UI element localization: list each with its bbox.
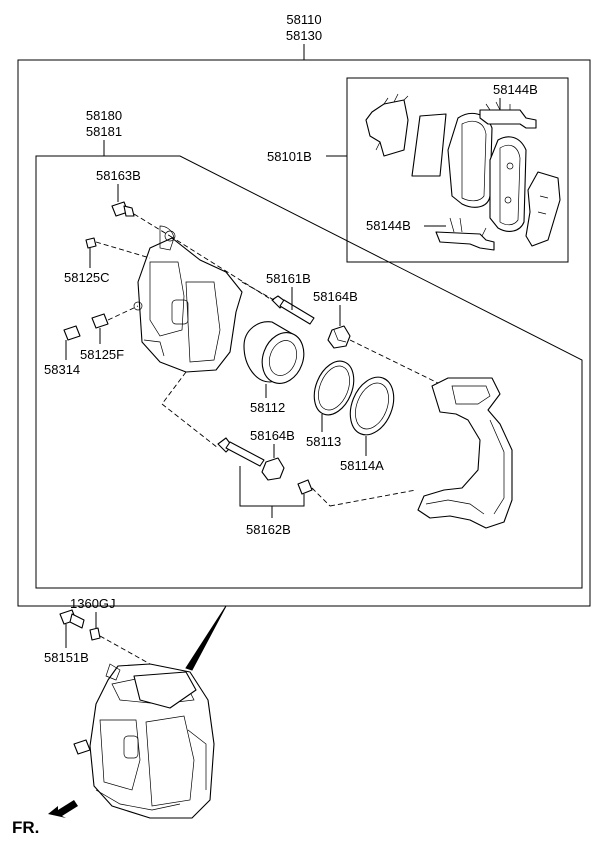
guide-pin-58161b [271,295,315,325]
pad-shim-plate [411,113,447,177]
assembled-caliper [89,663,215,819]
outer-brake-pad [489,136,527,232]
label-58130: 58130 [286,28,322,43]
seal-58113 [313,360,355,416]
label-58144b-bottom: 58144B [366,218,411,233]
label-58314: 58314 [44,362,80,377]
assembly-frame [17,59,591,607]
shim-clip-bottom [435,231,495,251]
label-58125f: 58125F [80,347,124,362]
mount-dashed-leader [99,635,151,665]
guide-pin-58162b [217,437,265,467]
bolt-58163b [111,201,135,217]
label-58112: 58112 [250,400,285,415]
label-58181: 58181 [86,124,122,139]
caliper-frame [35,155,583,589]
leader-58125c-dashed [95,241,151,259]
label-58151b: 58151B [44,650,89,665]
pad-clip-left [365,99,409,157]
arrow-wedge [185,605,227,671]
leader-58161b-dashed [241,281,275,301]
leader-58125f-dashed [107,305,139,321]
label-58125c: 58125C [64,270,110,285]
boot-58164b-bottom [261,457,285,481]
label-58114a: 58114A [340,458,384,473]
piston-58112 [243,321,305,384]
top-dashed-chain [349,339,441,385]
label-58180: 58180 [86,108,122,123]
label-58162b: 58162B [246,522,291,537]
cap-58125f [91,313,109,329]
leader-58163b-dashed [133,213,171,237]
piston-boot-58114a [349,376,395,436]
bleeder-screw-58314 [63,325,81,341]
boot-58164b-top [327,325,351,349]
label-58101b: 58101B [267,149,312,164]
label-58144b-top: 58144B [493,82,538,97]
washer-1360gj [89,627,101,641]
pad-kit-box [346,77,569,263]
label-58164b-top: 58164B [313,289,358,304]
label-58163b: 58163B [96,168,141,183]
lower-dashed-connector [161,371,219,449]
cap-58125c [85,237,97,249]
caliper-carrier-bracket [417,377,513,529]
label-58164b-bottom: 58164B [250,428,295,443]
front-indicator-label: FR. [12,818,39,837]
mounting-bolt-58151b [59,609,85,629]
label-58161b: 58161B [266,271,311,286]
label-1360gj: 1360GJ [70,596,116,611]
caliper-body [137,237,243,373]
dust-cap-small [297,479,313,495]
label-58110: 58110 [286,12,321,27]
shim-clip-top [479,109,537,129]
label-58113: 58113 [306,434,341,449]
front-arrow-icon [48,800,78,818]
pad-clip-right [525,171,561,247]
